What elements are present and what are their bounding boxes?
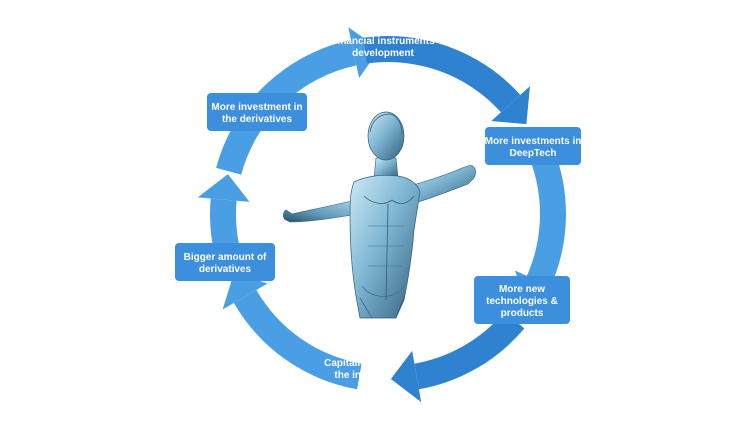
stage-label-text: More investments in — [485, 136, 582, 147]
segment-technologies-to-capitalisation — [414, 311, 525, 390]
stage-label-text: the industry — [334, 370, 392, 381]
stage-label-text: Bigger amount of — [184, 252, 267, 263]
stage-label-box — [175, 243, 275, 281]
arrowhead-icon — [491, 86, 530, 125]
stage-label-text: technologies & — [486, 296, 558, 307]
stage-label-text: development — [352, 48, 414, 59]
arrowhead-icon — [348, 27, 380, 79]
stage-label-text: derivatives — [199, 264, 252, 275]
stage-label-box — [485, 127, 581, 165]
stage-label-text: Capitalisation of — [324, 358, 402, 369]
stage-label-text: More investment in — [211, 102, 302, 113]
segment-capitalisation-to-derivatives — [233, 290, 362, 390]
stage-label-text: the derivatives — [222, 114, 292, 125]
stage-label-text: More new — [499, 284, 545, 295]
stage-label-text: Financial instruments — [331, 36, 435, 47]
arrowhead-icon — [390, 350, 422, 403]
segment-financial-to-deeptech — [363, 35, 521, 113]
stage-label-box — [474, 276, 570, 324]
human-anatomy-figure — [283, 111, 476, 319]
stage-label-text: products — [501, 308, 544, 319]
stage-label-text: DeepTech — [509, 148, 556, 159]
arrowhead-icon — [222, 273, 268, 310]
segment-deeptech-to-technologies — [526, 147, 566, 287]
arrowhead-icon — [197, 174, 250, 202]
segment-to-financial-instruments — [216, 39, 357, 175]
stage-label-box — [207, 93, 307, 131]
